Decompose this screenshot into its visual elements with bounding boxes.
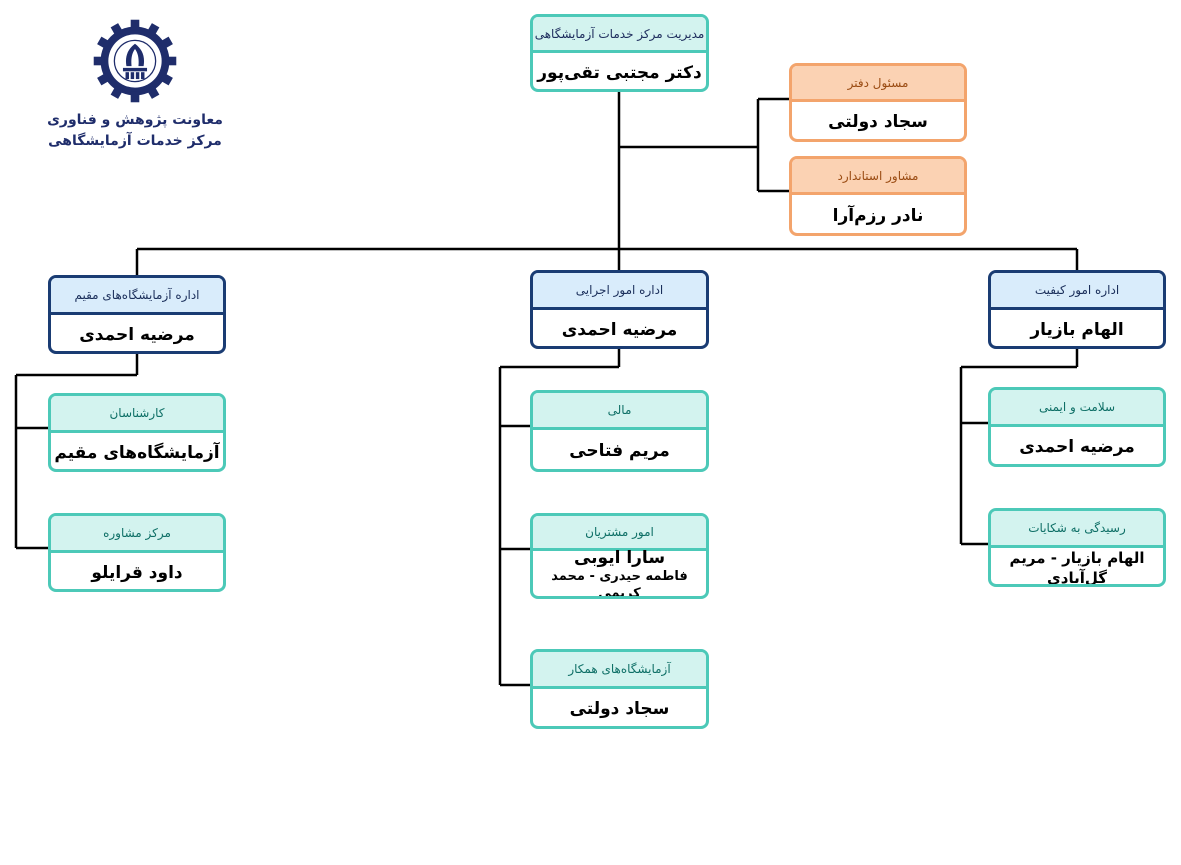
health-safety-box: سلامت و ایمنی مرضیه احمدی [988,387,1166,467]
quality-affairs-dept-box: اداره امور کیفیت الهام بازیار [988,270,1166,349]
partner-labs-box: آزمایشگاه‌های همکار سجاد دولتی [530,649,709,729]
unit-name: داود قرایلو [91,562,183,583]
dept-title: اداره آزمایشگاه‌های مقیم [51,278,223,315]
standards-advisor-box: مشاور استاندارد نادر رزم‌آرا [789,156,967,236]
unit-name: سارا ایوبی [573,548,666,568]
finance-unit-box: مالی مریم فتاحی [530,390,709,472]
dept-head-name: مرضیه احمدی [561,319,678,340]
office-manager-title: مسئول دفتر [792,66,964,102]
unit-title: سلامت و ایمنی [991,390,1163,427]
director-title: مدیریت مرکز خدمات آزمایشگاهی [533,17,706,53]
unit-title: مرکز مشاوره [51,516,223,553]
unit-name: مرضیه احمدی [1019,437,1135,457]
unit-title: رسیدگی به شکایات [991,511,1163,548]
customer-affairs-box: امور مشتریان سارا ایوبی فاطمه حیدری - مح… [530,513,709,599]
unit-name: مریم فتاحی [569,441,670,461]
executive-affairs-dept-box: اداره امور اجرایی مرضیه احمدی [530,270,709,349]
standards-advisor-title: مشاور استاندارد [792,159,964,195]
center-name: مرکز خدمات آزمایشگاهی [48,133,222,149]
office-manager-box: مسئول دفتر سجاد دولتی [789,63,967,142]
university-emblem-icon [93,19,177,103]
standards-advisor-name: نادر رزم‌آرا [832,205,924,226]
unit-title: کارشناسان [51,396,223,433]
complaints-box: رسیدگی به شکایات الهام بازیار - مریم گل‌… [988,508,1166,587]
resident-labs-dept-box: اداره آزمایشگاه‌های مقیم مرضیه احمدی [48,275,226,354]
office-manager-name: سجاد دولتی [828,112,928,132]
dept-head-name: مرضیه احمدی [79,324,195,345]
organization-name: معاونت پژوهش و فناوری [47,112,223,128]
director-name: دکتر مجتبی تقی‌پور [537,62,702,83]
director-box: مدیریت مرکز خدمات آزمایشگاهی دکتر مجتبی … [530,14,709,92]
unit-title: مالی [533,393,706,430]
unit-name: آزمایشگاه‌های مقیم [54,442,220,463]
dept-head-name: الهام بازیار [1030,319,1124,340]
dept-title: اداره امور اجرایی [533,273,706,310]
unit-name: سجاد دولتی [569,699,670,719]
dept-title: اداره امور کیفیت [991,273,1163,310]
unit-title: آزمایشگاه‌های همکار [533,652,706,689]
unit-title: امور مشتریان [533,516,706,551]
consulting-center-box: مرکز مشاوره داود قرایلو [48,513,226,592]
unit-secondary-names: فاطمه حیدری - محمد کریمی [551,569,688,599]
unit-name: الهام بازیار - مریم گل‌آبادی [1009,548,1145,587]
experts-unit-box: کارشناسان آزمایشگاه‌های مقیم [48,393,226,472]
